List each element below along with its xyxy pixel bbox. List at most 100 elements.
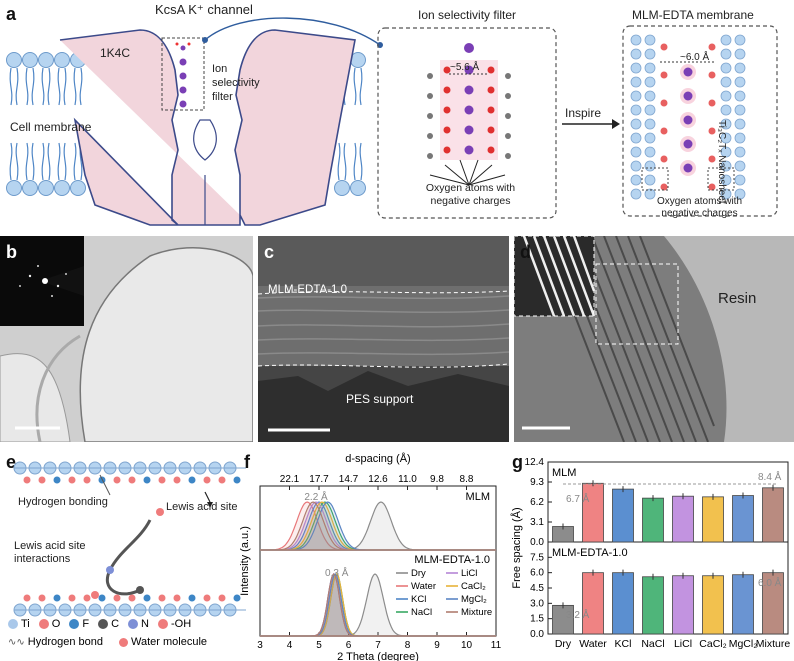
surface-atom [188,594,196,602]
x-tick-label: LiCl [674,638,692,650]
ti-atom [644,34,656,46]
e-legend-text: N [141,618,149,630]
e-legend-item: -OH [157,618,191,630]
legend-label: NaCl [411,607,432,618]
y-tick-label: 3.0 [530,598,544,609]
oxygen-atom [487,86,495,94]
legend-label: Dry [411,568,426,579]
legend-label: Water [411,581,436,592]
lipid-head [54,180,70,196]
y-tick-label: 6.2 [530,497,544,508]
oxygen-atom [660,183,668,191]
panel-d-label: d [520,242,531,262]
surface-atom [38,476,46,484]
filter-box-title: Ion selectivity filter [418,8,517,22]
surface-atom [68,476,76,484]
bar [642,497,664,543]
bar [702,496,724,543]
ti-atom [644,104,656,116]
e-legend-swatch [38,619,49,629]
surface-atom [158,594,166,602]
surface-atom [53,476,61,484]
panel-b-label: b [6,242,17,262]
ti-atom [630,104,642,116]
oxygen-atom [708,127,716,135]
legend-label: CaCl₂ [461,581,486,592]
ti-atom [644,160,656,172]
lipid-head [22,180,38,196]
k-ion [464,65,474,75]
surface-atom [83,594,91,602]
protein-id: 1K4C [100,46,131,60]
oxygen-atom [443,66,451,74]
hydrogen-bonding-label: Hydrogen bonding [18,496,108,508]
surface-atom [218,476,226,484]
surface-atom [158,476,166,484]
k-ion [683,139,693,149]
y-tick-label: 7.5 [530,552,544,563]
surface-atom [128,476,136,484]
e-legend-swatch [8,619,18,629]
oxygen-atom [708,99,716,107]
ti-atom [644,118,656,130]
xrd-curve [260,573,496,637]
e-legend-text: F [82,618,90,630]
k-ion [683,163,693,173]
filter-distance: ~5.6 Å [450,62,480,73]
ti-atom [734,34,746,46]
y-tick-label: 0.0 [530,629,544,640]
annotation-top-right: 8.4 Å [758,470,782,483]
panel-a-label: a [6,4,17,24]
top-tick-label: 17.7 [309,474,329,485]
water-molecule-legend: Water molecule [119,636,207,648]
ti-atom [720,188,732,200]
surface-atom [38,594,46,602]
carbon-atom [427,93,433,99]
group-label-mlm-edta: MLM-EDTA-1.0 [414,554,490,566]
ti-atom [720,104,732,116]
group-label-mlm: MLM [466,491,490,503]
oxygen-atom [660,127,668,135]
carbon-atom [427,133,433,139]
y-tick-label: 6.0 [530,568,544,579]
mlm-box-title: MLM-EDTA membrane [632,8,754,22]
ti-atom [720,76,732,88]
ti-atom [644,146,656,158]
x-tick-label: 7 [375,640,381,651]
panel-e-figure [13,461,246,617]
y-axis-title: Intensity (a.u.) [239,526,251,596]
kcsa-channel-shape [59,29,356,226]
bar [762,487,784,543]
lewis-site-label: Lewis acid site [166,501,238,513]
e-legend-swatch [69,619,80,629]
k-ion [464,43,474,53]
ti-atom [630,62,642,74]
top-tick-label: 11.0 [398,474,417,485]
shift-annotation-bottom: 0.3 Å [325,566,349,579]
lipid-head [6,180,22,196]
ti-atom [734,132,746,144]
carbon-atom [505,153,511,159]
x-tick-label: 6 [346,640,352,651]
legend-label: KCl [411,594,426,605]
surface-atom [128,594,136,602]
ti-atom [644,174,656,186]
surface-atom [188,476,196,484]
carbon-atom [427,73,433,79]
y-tick-label: 0.0 [530,537,544,548]
oxygen-atom [487,146,495,154]
oxygen-atom [487,126,495,134]
layer-label: MLM-EDTA-1.0 [268,284,348,296]
e-legend-item: N [128,618,149,630]
x-tick-label: Dry [555,638,572,650]
tem-image-b [0,236,253,442]
oxygen-atom [708,43,716,51]
surface-atom [98,594,106,602]
k-ion [683,115,693,125]
y-tick-label: 3.1 [530,517,544,528]
group-label: MLM-EDTA-1.0 [552,547,628,559]
bar [702,575,724,635]
oxygen-atom [660,155,668,163]
